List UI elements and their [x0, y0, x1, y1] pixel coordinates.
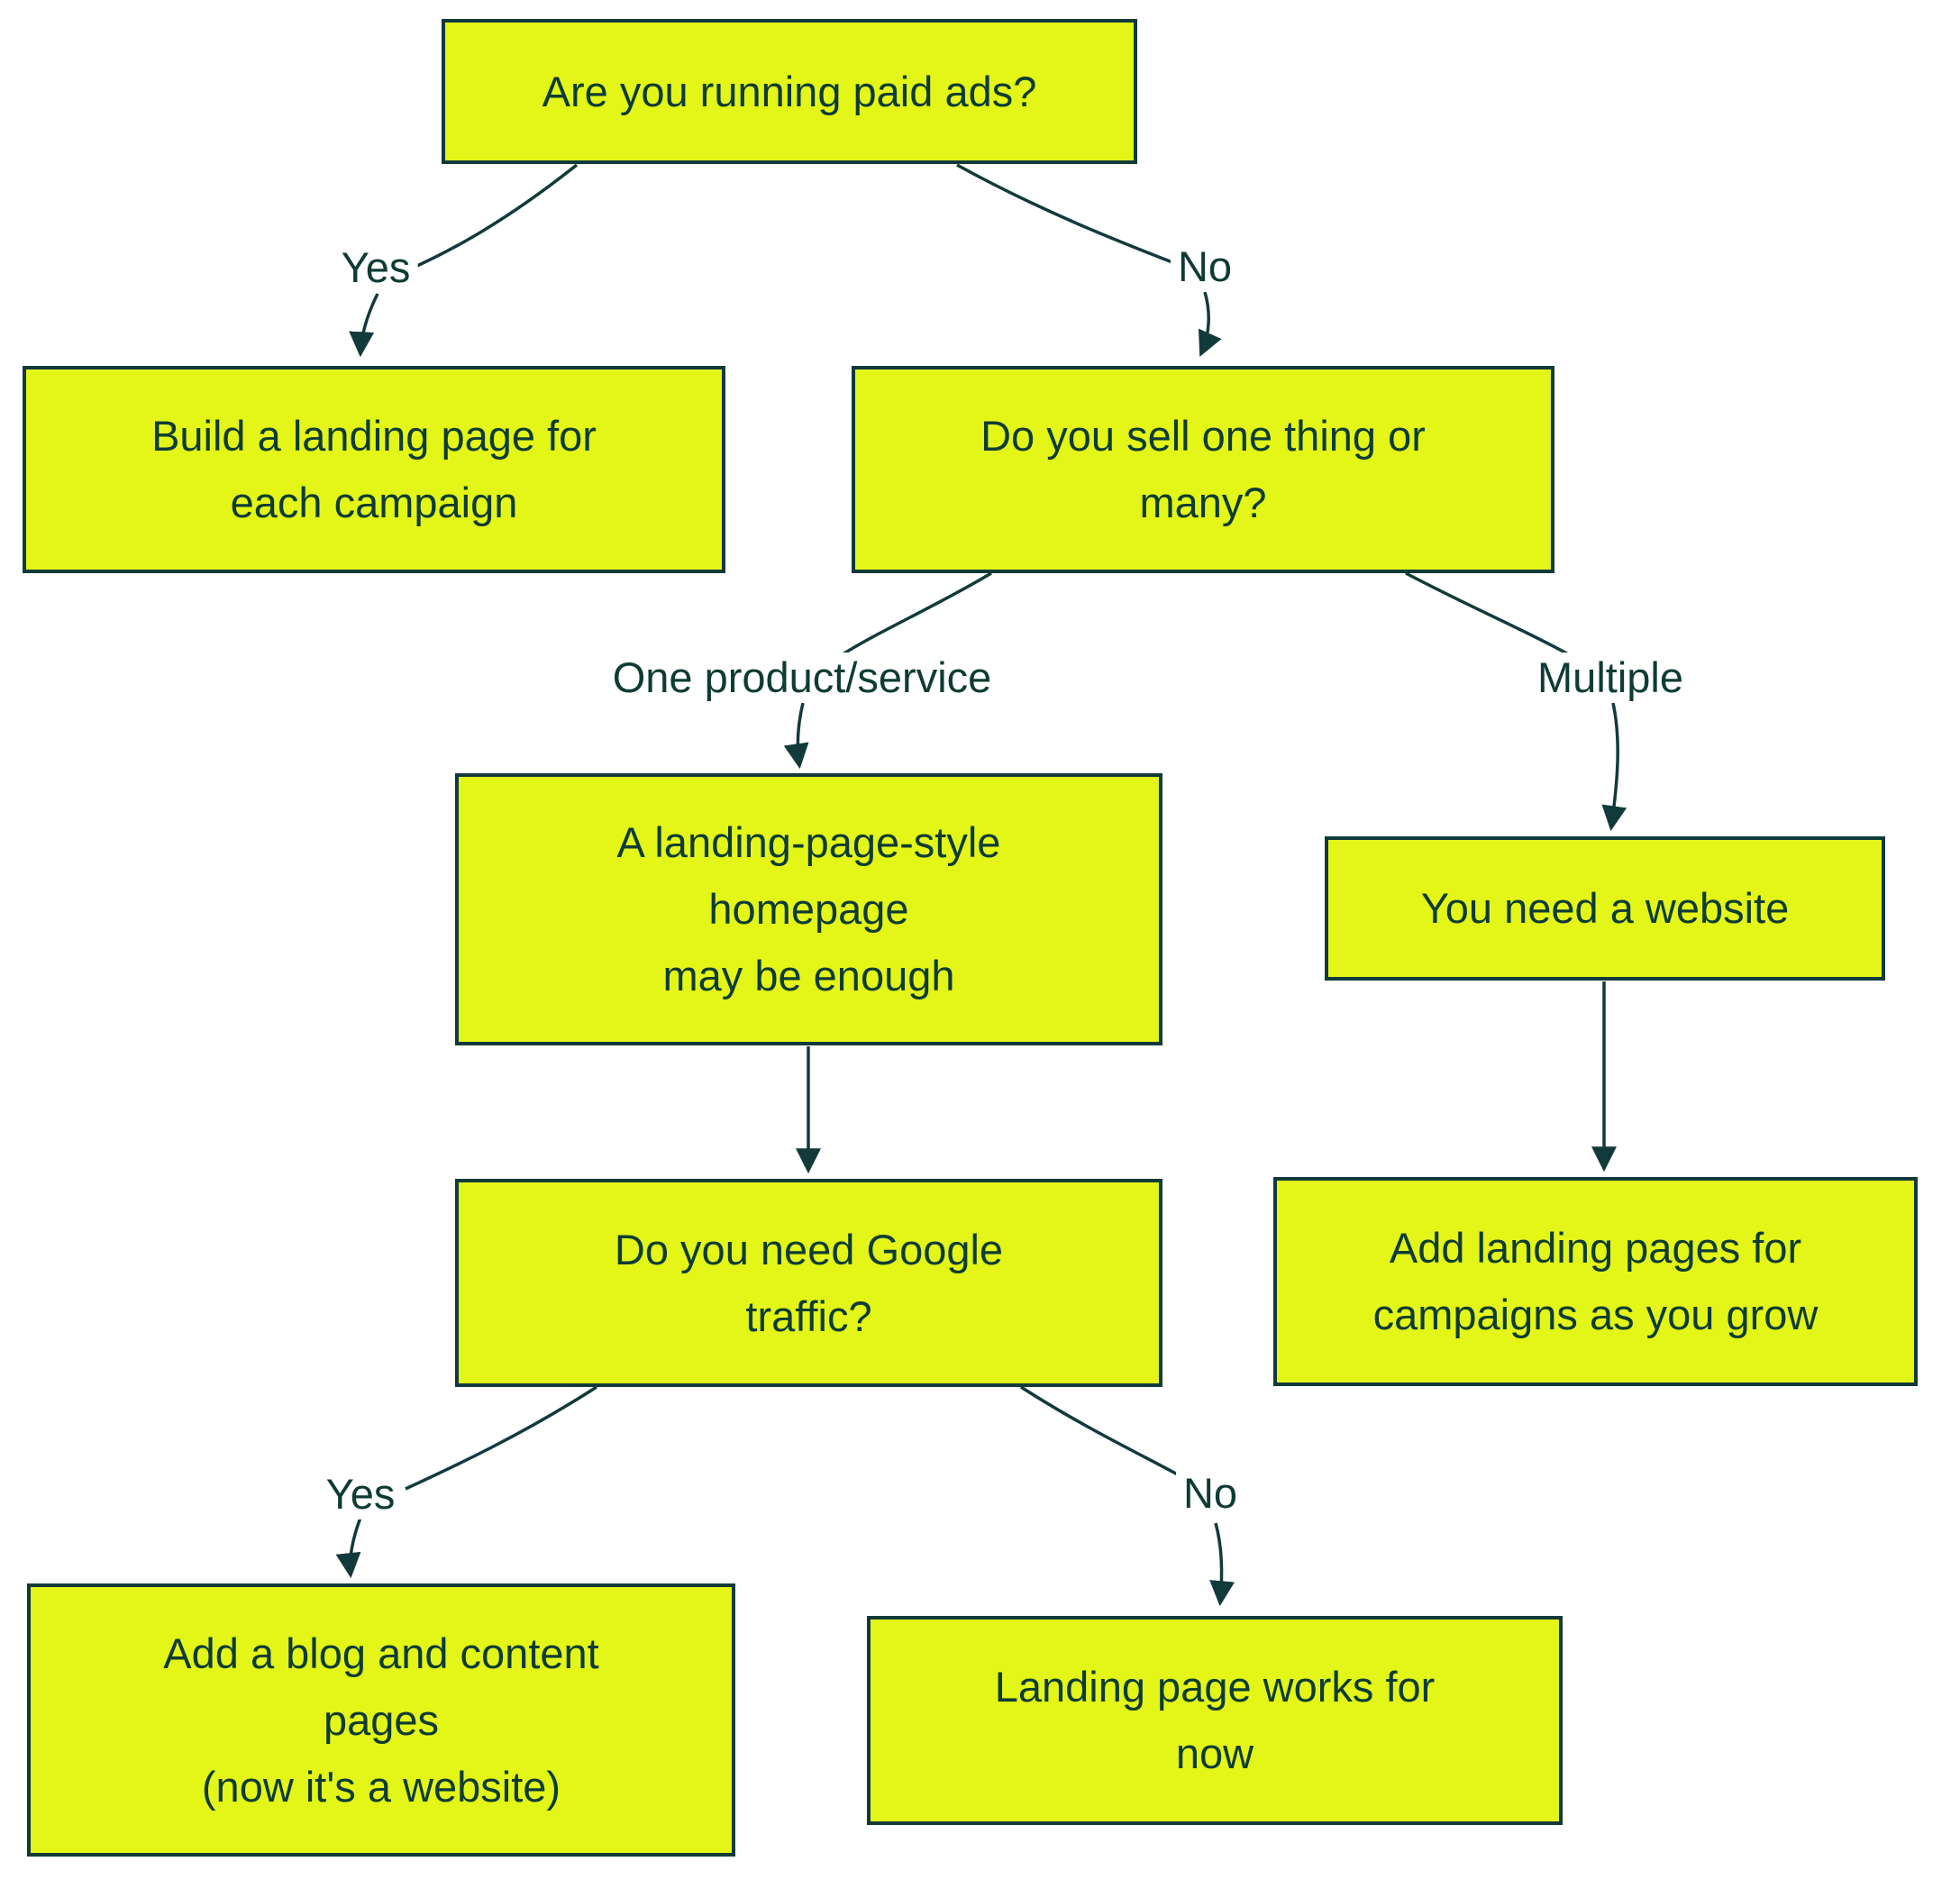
node-build-landing-page-each-campaign: Build a landing page for each campaign: [23, 366, 725, 573]
node-label: Build a landing page for each campaign: [151, 412, 597, 526]
edge-label-no-1: No: [1170, 242, 1240, 292]
node-you-need-a-website: You need a website: [1325, 836, 1885, 981]
edge-label-yes-1: Yes: [333, 242, 418, 293]
node-add-blog-and-content-pages: Add a blog and content pages (now it's a…: [27, 1583, 735, 1857]
edge-sellonemany-needwebsite-b: [1601, 702, 1627, 832]
edge-googletraffic-lpworks-b: [1209, 1522, 1235, 1607]
edge-paidads-landingeach-b: [349, 293, 379, 358]
edge-label-one-product-service: One product/service: [605, 652, 999, 703]
edge-googletraffic-addblog-a: [405, 1385, 597, 1491]
node-label: Are you running paid ads?: [542, 67, 1037, 115]
edge-label-multiple: Multiple: [1530, 652, 1691, 703]
node-label: Add a blog and content pages (now it's a…: [163, 1629, 599, 1811]
node-landing-page-style-homepage: A landing-page-style homepage may be eno…: [455, 773, 1162, 1045]
edge-paidads-sellonemany-a: [956, 163, 1178, 266]
edge-sellonemany-lphomepage-b: [783, 702, 809, 770]
node-are-you-running-paid-ads: Are you running paid ads?: [442, 19, 1137, 164]
node-do-you-need-google-traffic: Do you need Google traffic?: [455, 1179, 1162, 1387]
node-label: Do you sell one thing or many?: [980, 412, 1426, 526]
edge-label-no-2: No: [1175, 1468, 1245, 1519]
edge-sellonemany-lphomepage-a: [839, 571, 992, 658]
node-label: Do you need Google traffic?: [614, 1225, 1004, 1340]
edge-sellonemany-needwebsite-a: [1405, 571, 1573, 658]
edge-paidads-landingeach-a: [406, 163, 579, 272]
node-landing-page-works-for-now: Landing page works for now: [867, 1616, 1563, 1825]
node-do-you-sell-one-thing-or-many: Do you sell one thing or many?: [852, 366, 1554, 573]
node-label: Landing page works for now: [994, 1663, 1436, 1777]
edge-googletraffic-addblog-b: [335, 1517, 362, 1579]
edge-googletraffic-lpworks-a: [1020, 1385, 1198, 1487]
node-label: You need a website: [1420, 884, 1790, 932]
edge-label-yes-2: Yes: [318, 1469, 403, 1519]
node-label: Add landing pages for campaigns as you g…: [1372, 1224, 1819, 1338]
edge-paidads-sellonemany-b: [1198, 291, 1222, 357]
node-label: A landing-page-style homepage may be eno…: [616, 818, 1001, 999]
node-add-landing-pages-as-you-grow: Add landing pages for campaigns as you g…: [1273, 1177, 1918, 1386]
